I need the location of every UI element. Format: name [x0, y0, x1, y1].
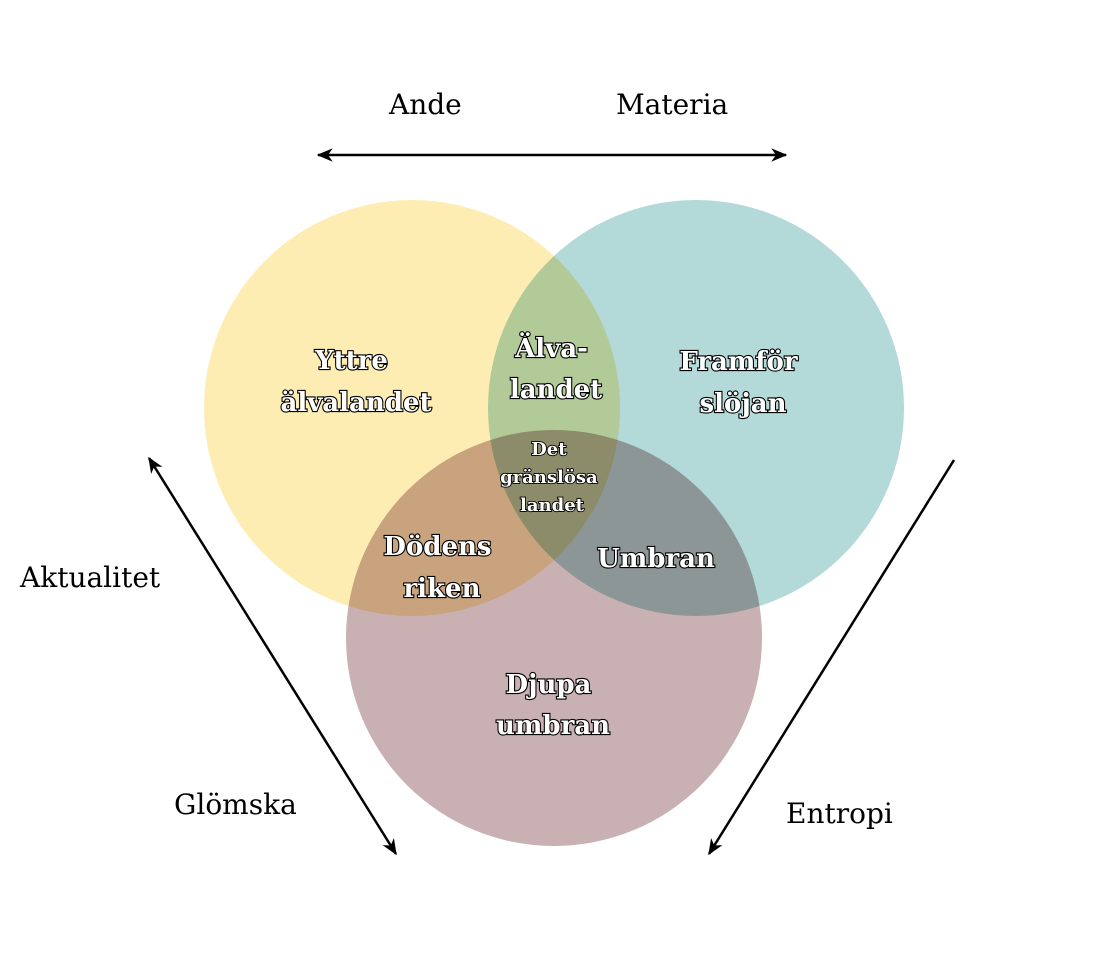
label-glomska: Glömska	[174, 788, 297, 821]
region-umbra: Umbran	[597, 544, 715, 574]
region-boundless: Det gränslösa landet	[500, 439, 604, 516]
circles	[204, 200, 904, 846]
axis-labels: Ande Materia Aktualitet Glömska Entropi	[19, 88, 893, 830]
entropi-arrow	[707, 459, 956, 856]
region-outer-fairyland: Yttre älvalandet	[280, 346, 431, 418]
region-fairyland: Älva- landet	[510, 332, 602, 405]
region-labels: Yttre älvalandet Älva- landet Framför sl…	[279, 331, 806, 742]
aktualitet-glomska-arrow	[147, 456, 398, 856]
label-entropi: Entropi	[786, 797, 893, 830]
region-beyond-veil: Framför slöjan	[679, 347, 806, 419]
region-deep-umbra: Djupa umbran	[496, 670, 610, 741]
arrows	[147, 148, 956, 856]
circle-entropy	[346, 430, 762, 846]
label-ande: Ande	[388, 88, 462, 121]
label-aktualitet: Aktualitet	[19, 561, 161, 594]
region-realms-of-death: Dödens riken	[383, 532, 500, 604]
label-materia: Materia	[616, 88, 728, 121]
